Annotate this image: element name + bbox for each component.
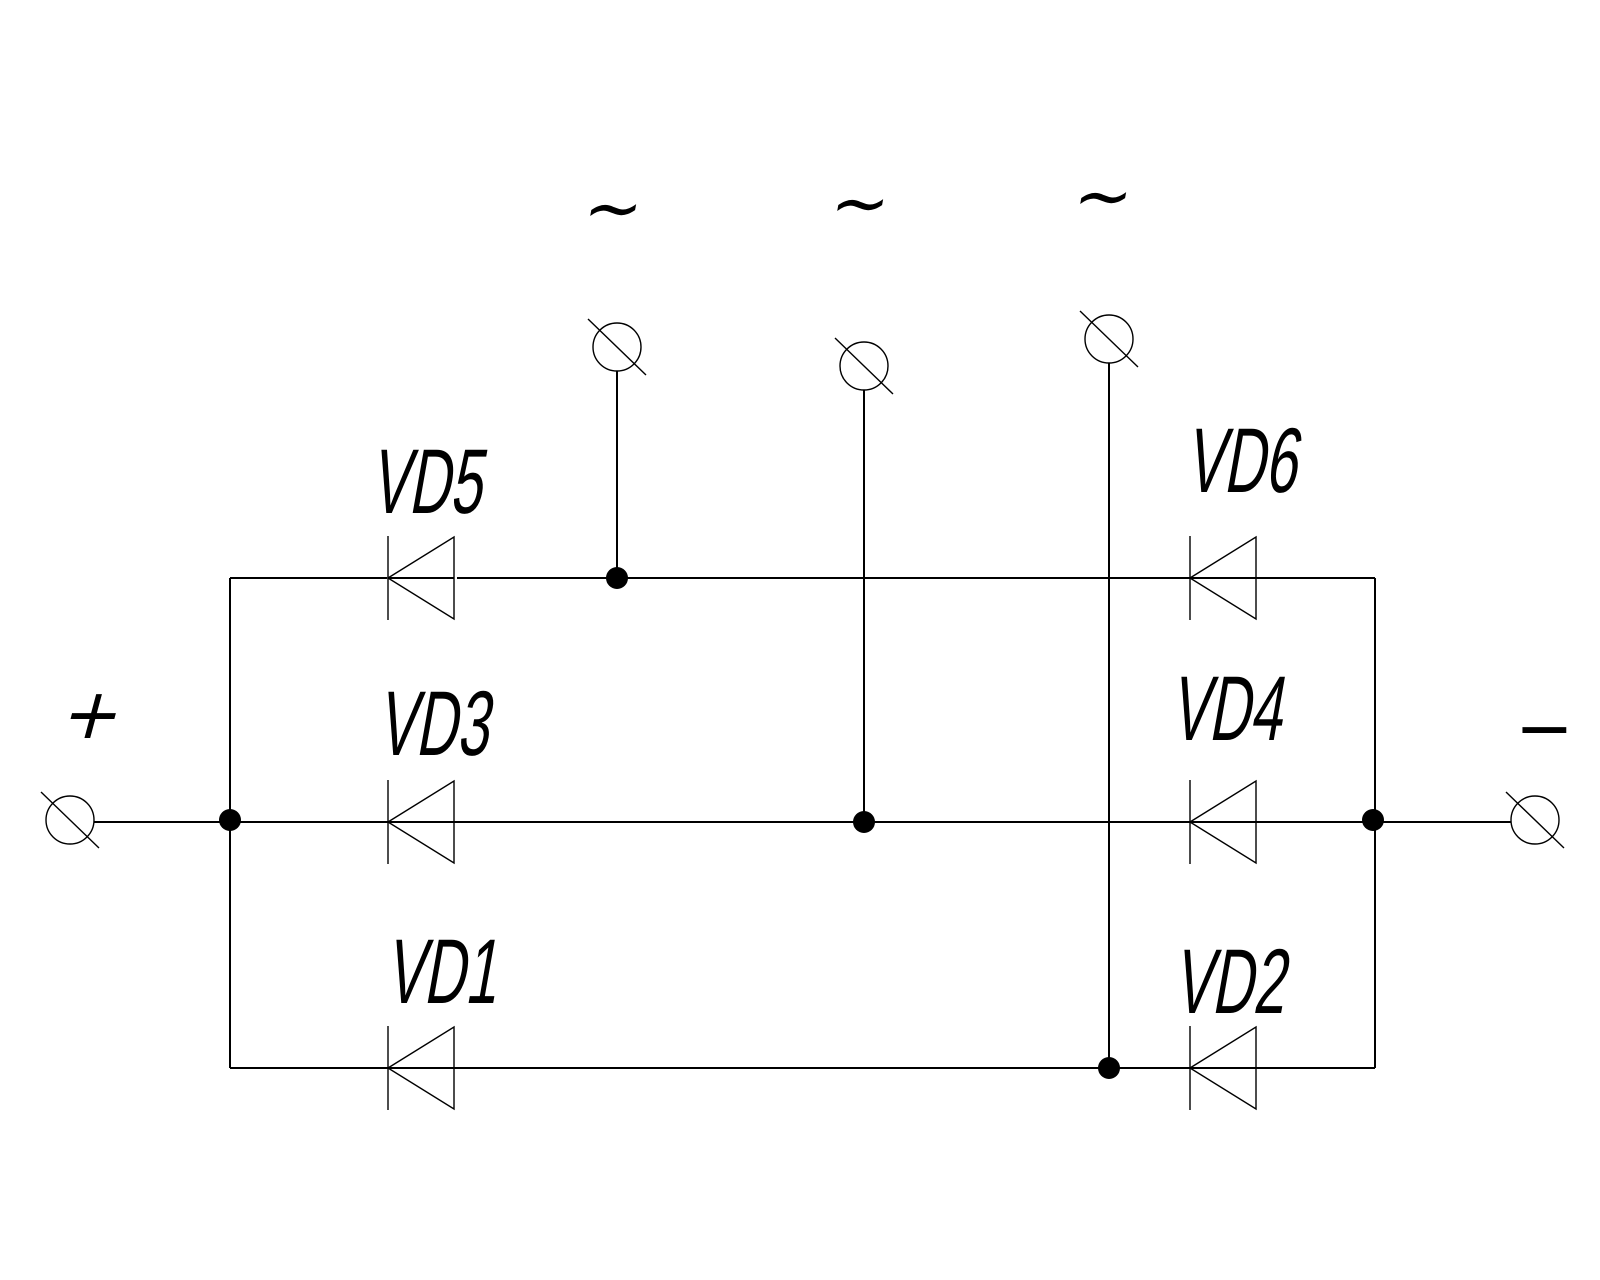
diode-vd3 (386, 779, 455, 865)
terminal-ac-2 (834, 337, 894, 395)
junction-dot (1098, 1057, 1120, 1079)
label-vd1: VD1 (381, 921, 510, 1023)
diode-vd4 (1188, 779, 1257, 865)
label-vd4: VD4 (1166, 658, 1295, 760)
diode-vd2 (1188, 1025, 1257, 1111)
junctions (219, 567, 1384, 1079)
junction-dot (606, 567, 628, 589)
junction-dot (1362, 809, 1384, 831)
label-positive: + (54, 673, 134, 755)
diode-labels: VD5 VD3 VD1 VD6 VD4 VD2 (366, 410, 1310, 1033)
junction-dot (853, 811, 875, 833)
label-ac-3: ~ (1067, 155, 1140, 236)
diode-vd1 (386, 1025, 455, 1111)
terminal-ac-3 (1079, 310, 1139, 368)
junction-dot (219, 809, 241, 831)
label-ac-1: ~ (577, 167, 650, 248)
terminal-labels: + − ~ ~ ~ (54, 155, 1574, 769)
label-vd2: VD2 (1169, 931, 1298, 1033)
label-vd5: VD5 (366, 431, 495, 533)
label-vd6: VD6 (1181, 410, 1310, 512)
diode-vd6 (1188, 535, 1257, 621)
diode-vd5 (386, 535, 457, 621)
label-negative: − (1515, 687, 1574, 769)
label-vd3: VD3 (373, 673, 502, 775)
terminal-positive (40, 791, 100, 849)
label-ac-2: ~ (824, 162, 897, 243)
terminal-negative (1505, 791, 1565, 849)
terminal-ac-1 (587, 318, 647, 376)
